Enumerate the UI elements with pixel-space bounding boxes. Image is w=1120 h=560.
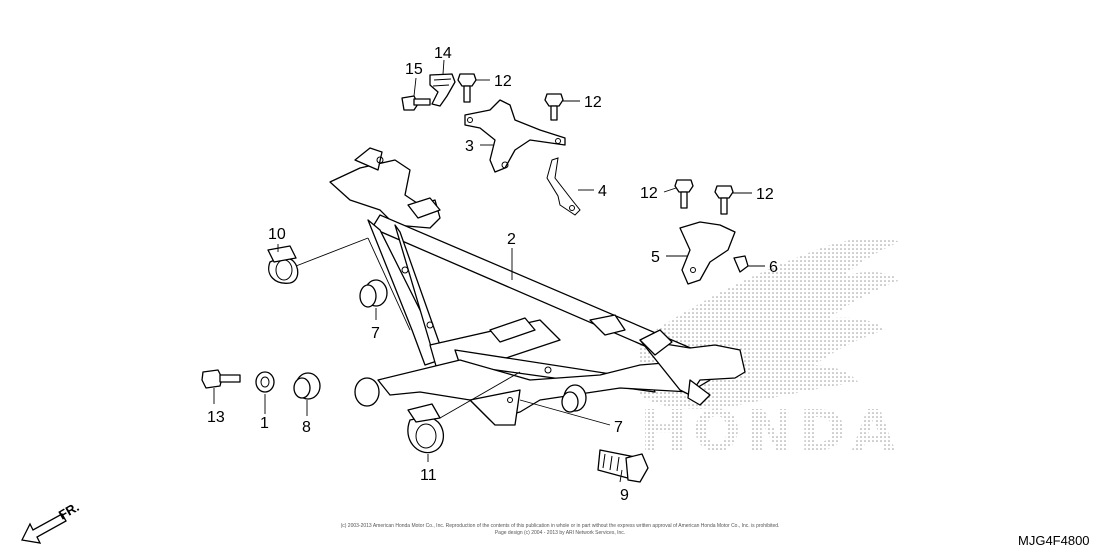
- callout-13: 13: [207, 409, 225, 426]
- bolt-15: [401, 95, 431, 111]
- callout-10: 10: [268, 226, 286, 243]
- callout-12-d: 12: [756, 186, 774, 203]
- bolt-13: [201, 369, 241, 389]
- bolt-12-top-right: [544, 93, 564, 121]
- callout-9: 9: [620, 487, 629, 504]
- clamp-10: [267, 245, 299, 284]
- bolt-12-top-left: [457, 73, 477, 103]
- callout-7-upper: 7: [371, 325, 380, 342]
- callout-3: 3: [465, 138, 474, 155]
- leader-lines: [213, 59, 765, 483]
- callout-6: 6: [769, 259, 778, 276]
- collar-1: [255, 371, 275, 393]
- copyright-line-2: Page design (c) 2004 - 2013 by ARI Netwo…: [495, 530, 625, 536]
- callout-2: 2: [507, 231, 516, 248]
- callout-7-lower: 7: [614, 419, 623, 436]
- bracket-5: [679, 221, 736, 285]
- copyright-line-1: (c) 2003-2013 American Honda Motor Co., …: [341, 523, 780, 529]
- bolt-12-right-b: [714, 185, 734, 215]
- front-direction-arrow-icon: FR.: [21, 499, 82, 544]
- callout-12-b: 12: [584, 94, 602, 111]
- rubber-7-upper: [359, 279, 388, 308]
- rubber-7-lower: [561, 384, 587, 413]
- wire-stay-4: [546, 157, 581, 216]
- callout-labels: 14 15 12 12 3 4 2 12 12 5 6 10 7 13 1 8 …: [207, 45, 778, 504]
- bolt-9: [597, 449, 649, 483]
- figure-code: MJG4F4800: [1018, 533, 1090, 548]
- callout-14: 14: [434, 45, 452, 62]
- callout-12-c: 12: [640, 185, 658, 202]
- callout-12-a: 12: [494, 73, 512, 90]
- callout-1: 1: [260, 415, 269, 432]
- clamp-11: [407, 403, 444, 454]
- honda-wordmark-watermark: HONDA: [640, 399, 901, 464]
- upper-bracket: [429, 73, 566, 173]
- bolt-12-right-a: [674, 179, 694, 209]
- rubber-8: [293, 372, 321, 400]
- main-frame: [329, 147, 746, 426]
- callout-8: 8: [302, 419, 311, 436]
- callout-15: 15: [405, 61, 423, 78]
- callout-11: 11: [420, 467, 437, 484]
- callout-4: 4: [598, 183, 607, 200]
- clip-6: [733, 255, 749, 273]
- callout-5: 5: [651, 249, 660, 266]
